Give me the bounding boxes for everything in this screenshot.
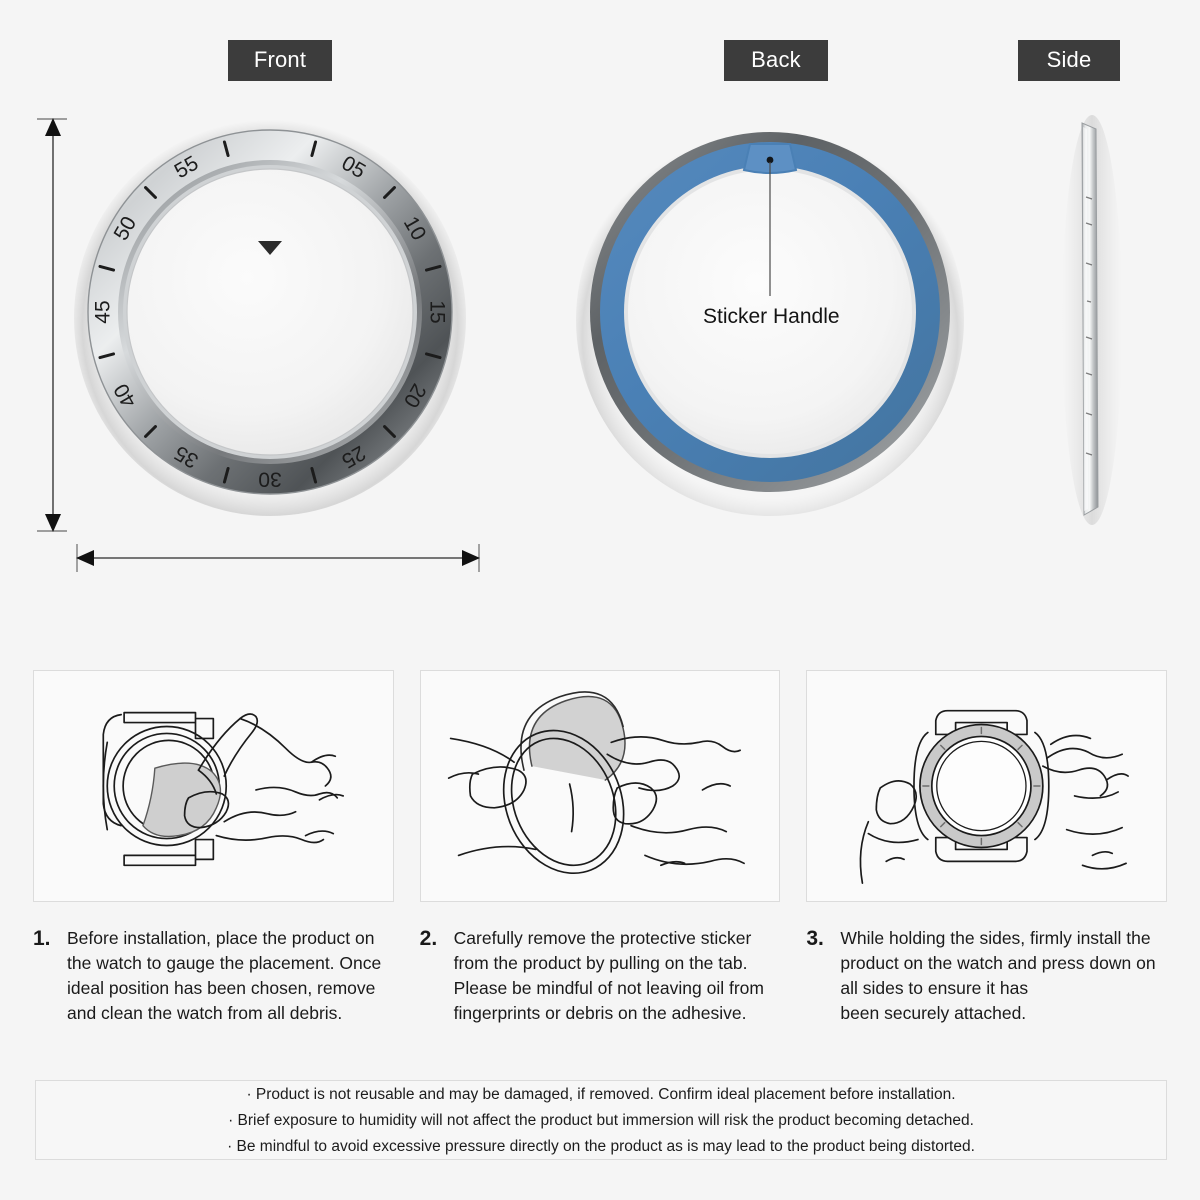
note-line-1: · Product is not reusable and may be dam… <box>246 1085 956 1103</box>
bezel-tick <box>144 425 157 438</box>
step-2-illustration <box>419 670 781 902</box>
step-1-text: Before installation, place the product o… <box>67 928 382 1023</box>
step-2: 2. Carefully remove the protective stick… <box>419 670 781 1026</box>
bezel-tick <box>222 466 230 484</box>
step-1-illustration <box>33 670 394 902</box>
bezel-back-image <box>576 124 964 516</box>
side-engravings <box>1085 196 1093 456</box>
bezel-tick <box>310 466 318 484</box>
bezel-tick <box>424 264 442 272</box>
bezel-mark-45: 45 <box>92 300 115 323</box>
bezel-mark-30: 30 <box>258 468 281 491</box>
bezel-tick <box>424 352 442 360</box>
bezel-mark-15: 15 <box>426 300 449 323</box>
dimension-arrows <box>37 118 480 572</box>
bezel-tick <box>383 425 396 438</box>
note-line-2: · Brief exposure to humidity will not af… <box>228 1111 974 1129</box>
step-3-text: While holding the sides, firmly install … <box>840 928 1156 1023</box>
bezel-tick <box>383 186 396 199</box>
view-label-front: Front <box>228 40 332 81</box>
step-3-number: 3. <box>806 927 824 950</box>
view-label-side: Side <box>1018 40 1120 81</box>
bezel-tick <box>98 264 116 272</box>
bezel-tick <box>98 352 116 360</box>
installation-steps: 1. Before installation, place the produc… <box>0 670 1200 1026</box>
step-2-text: Carefully remove the protective sticker … <box>453 928 764 1023</box>
sticker-handle-label: Sticker Handle <box>703 305 840 328</box>
bezel-tick <box>144 186 157 199</box>
step-3: 3. While holding the sides, firmly insta… <box>806 670 1168 1026</box>
bezel-side-image <box>1062 115 1122 525</box>
step-3-illustration <box>806 670 1168 902</box>
product-notes: · Product is not reusable and may be dam… <box>35 1080 1167 1160</box>
callout-anchor-dot <box>766 156 774 164</box>
bezel-index-triangle <box>258 241 282 255</box>
view-label-back: Back <box>724 40 828 81</box>
bezel-tick <box>222 140 230 158</box>
dimension-arrow-horizontal <box>76 544 480 572</box>
note-line-3: · Be mindful to avoid excessive pressure… <box>227 1137 975 1155</box>
step-1-number: 1. <box>33 927 51 950</box>
dimension-arrow-vertical <box>37 118 67 532</box>
step-1: 1. Before installation, place the produc… <box>33 670 394 1026</box>
bezel-tick <box>310 140 318 158</box>
step-2-number: 2. <box>419 927 438 950</box>
